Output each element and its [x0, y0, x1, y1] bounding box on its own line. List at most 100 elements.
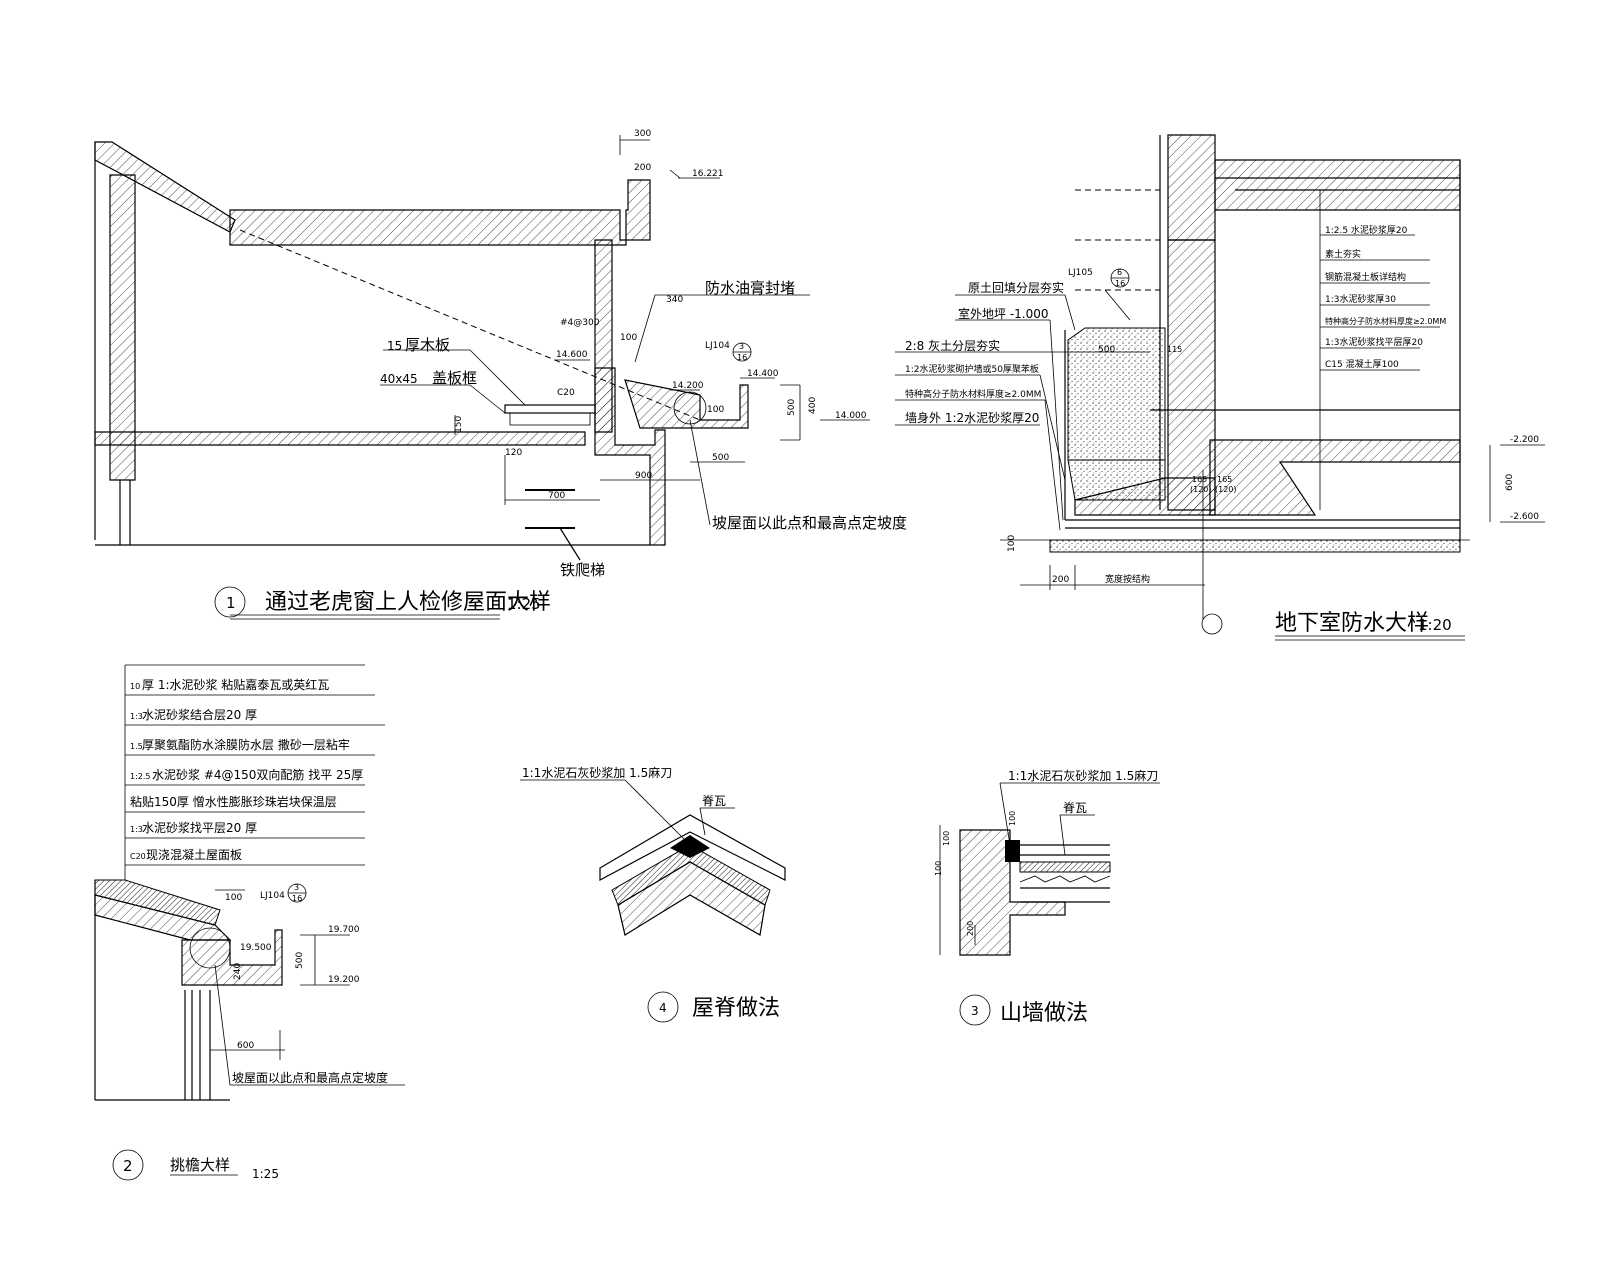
lj-ref: LJ104 [705, 341, 730, 351]
layer-prefix: 1:3 [130, 825, 143, 834]
basement-right-3: 1:3水泥砂浆厚30 [1325, 293, 1396, 305]
basement-title: 地下室防水大样 [1275, 611, 1429, 636]
dim-150: 150 [454, 416, 464, 433]
basement-right-2: 钢筋混凝土板详结构 [1325, 271, 1406, 283]
detail-2-index-bottom: 16 [292, 894, 302, 903]
basement-left-0: 原土回填分层夯实 [968, 280, 1064, 295]
layer-prefix: 1.5 [130, 742, 143, 751]
eave-gutter [181, 929, 283, 986]
footing-haunch [1074, 477, 1216, 516]
basement-right-5: 1:3水泥砂浆找平层厚20 [1325, 336, 1423, 348]
detail-4-number: 4 [659, 1001, 667, 1015]
detail-2-eave [94, 664, 405, 1181]
dim-120: 120 [505, 448, 522, 458]
basement-scale: 1:20 [1418, 616, 1452, 634]
c20-label: C20 [557, 388, 575, 398]
wood-board [504, 404, 596, 414]
detail-2-title: 挑檐大样 [170, 1156, 230, 1174]
basement-elev-2200: -2.200 [1510, 435, 1539, 445]
detail-4-ridge [520, 779, 786, 1023]
detail-3-gable [939, 782, 1160, 1026]
upper-slab [229, 179, 651, 246]
detail-2-elev-19200: 19.200 [328, 975, 360, 985]
gutter-trough [624, 379, 749, 429]
backfill-soil [1067, 327, 1166, 461]
basement-dim-165a: 165 [1192, 475, 1207, 484]
basement-dim-115: 115 [1167, 345, 1182, 354]
basement-left-1: 室外地坪 -1.000 [958, 306, 1049, 321]
layer-text: 水泥砂浆 #4@150双向配筋 找平 25厚 [152, 767, 363, 782]
dim-300: 300 [634, 129, 651, 139]
basement-index-top: 6 [1117, 268, 1122, 277]
layer-text: 水泥砂浆找平层20 厚 [142, 820, 257, 835]
layer-prefix: C20 [130, 852, 146, 861]
detail-3-number-circle [959, 994, 991, 1026]
layer-row: 1:2.5 水泥砂浆 #4@150双向配筋 找平 25厚 [130, 767, 363, 782]
floor-slab [1214, 159, 1461, 211]
ridge-roof-outline [599, 814, 786, 881]
detail-3-number: 3 [971, 1004, 979, 1018]
detail-1-scale: 1:25 [507, 595, 541, 613]
basement-left-4: 特种高分子防水材料厚度≥2.0MM [905, 388, 1041, 400]
detail-3-dim-100b: 100 [1008, 811, 1017, 826]
index-bottom: 16 [737, 353, 747, 362]
detail-2-number-circle [112, 1149, 144, 1181]
detail-4-ridge-tile: 脊瓦 [702, 794, 726, 808]
detail-3-note: 1:1水泥石灰砂浆加 1.5麻刀 [1008, 768, 1158, 783]
basement-dim-120b: (120) [1215, 485, 1237, 494]
detail-4-number-circle [647, 991, 679, 1023]
detail-2-scale: 1:25 [252, 1167, 279, 1181]
dim-900: 900 [635, 471, 652, 481]
detail-3-dim-100c: 100 [934, 861, 943, 876]
dim-500a: 500 [712, 453, 729, 463]
detail-2-index-top: 3 [294, 883, 299, 892]
detail-1-dormer-access [94, 135, 870, 620]
index-top: 3 [739, 342, 744, 351]
layer-row: 1:3 水泥砂浆找平层20 厚 [130, 820, 257, 835]
basement-wall [1167, 239, 1216, 511]
basement-waterproofing [895, 134, 1545, 641]
basement-width-note: 宽度按结构 [1105, 573, 1150, 585]
detail-4-title: 屋脊做法 [692, 996, 780, 1021]
layer-row: 1.5 厚聚氨酯防水涂膜防水层 撒砂一层粘牢 [130, 737, 350, 752]
layer-prefix: 10 [130, 682, 140, 691]
dim-100b: 100 [707, 405, 724, 415]
detail-2-dim-500: 500 [295, 952, 305, 969]
floor-slab [94, 431, 586, 446]
basement-lj-ref: LJ105 [1068, 268, 1093, 278]
dim-340: 340 [666, 295, 683, 305]
detail-3-dim-100a: 100 [942, 831, 951, 846]
dim-200: 200 [634, 163, 651, 173]
dim-500b: 500 [787, 399, 797, 416]
basement-elev-2600: -2.600 [1510, 512, 1539, 522]
dim-400: 400 [808, 397, 818, 414]
basement-left-2: 2:8 灰土分层夯实 [905, 338, 1000, 353]
basement-dim-500: 500 [1098, 345, 1115, 355]
basement-dim-600: 600 [1505, 474, 1515, 491]
base-slab [1209, 439, 1461, 516]
detail-1-number: 1 [226, 594, 236, 612]
detail-2-number: 2 [123, 1157, 133, 1175]
layer-row: 粘贴150厚 憎水性膨胀珍珠岩块保温层 [130, 794, 337, 809]
detail-2-dim-240: 240 [233, 963, 243, 980]
basement-left-3: 1:2水泥砂浆砌护墙或50厚聚苯板 [905, 363, 1039, 375]
cover-frame-label: 盖板框 [432, 369, 477, 387]
slope-note-label: 坡屋面以此点和最高点定坡度 [712, 514, 907, 532]
cover-frame-number: 40x45 [380, 372, 418, 386]
basement-right-0: 1:2.5 水泥砂浆厚20 [1325, 224, 1408, 236]
basement-dim-165b: 165 [1217, 475, 1232, 484]
layer-text: 厚聚氨酯防水涂膜防水层 撒砂一层粘牢 [142, 737, 350, 752]
layer-row: C20 现浇混凝土屋面板 [130, 847, 242, 862]
ladder-label: 铁爬梯 [560, 561, 605, 579]
c15-blinding [1049, 539, 1461, 553]
detail-2-elev-19500: 19.500 [240, 943, 272, 953]
left-wall [109, 174, 136, 481]
basement-dim-100: 100 [1007, 535, 1017, 552]
detail-3-title: 山墙做法 [1000, 1001, 1088, 1026]
layer-text: 厚 1:水泥砂浆 粘贴嘉泰瓦或英红瓦 [142, 677, 329, 692]
elev-16221: 16.221 [692, 169, 724, 179]
detail-1-title: 通过老虎窗上人检修屋面大样 [265, 590, 551, 615]
wood-board-number: 15 [387, 339, 402, 353]
layer-prefix: 1:2.5 [130, 772, 151, 781]
